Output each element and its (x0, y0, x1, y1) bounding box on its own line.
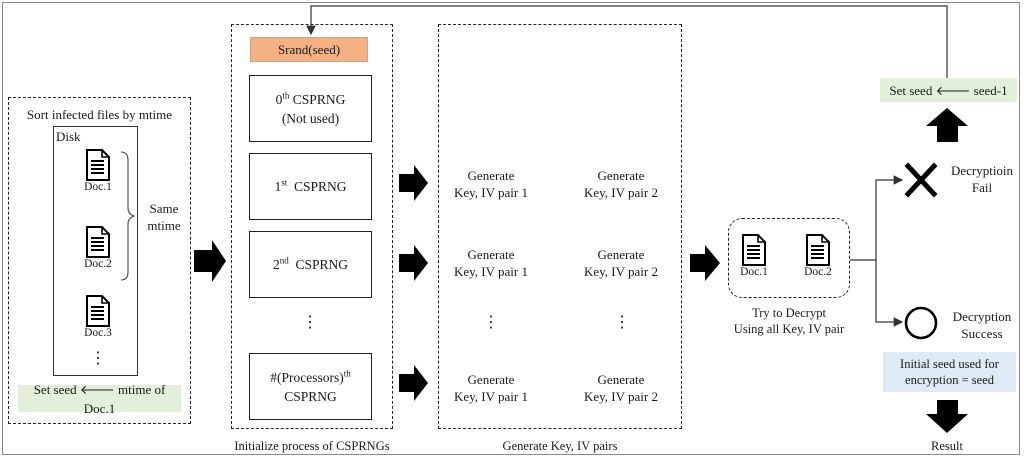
outcome-split-line (850, 175, 904, 261)
decrypt-caption: Try to Decrypt Using all Key, IV pair (733, 306, 845, 336)
csprng-caption: Initialize process of CSPRNGs (234, 439, 390, 453)
sort-panel-title: Sort infected files by mtime (26, 107, 173, 122)
decrypt-panel (728, 218, 850, 298)
doc-label: Doc.1 (740, 266, 768, 278)
right-arrow-icon (399, 245, 428, 281)
keys-caption: Generate Key, IV pairs (502, 439, 618, 453)
down-arrow-icon (926, 400, 968, 433)
brace-icon (120, 151, 136, 281)
document-icon: Doc.2 (78, 226, 118, 271)
feedback-loop-line (306, 5, 948, 80)
document-icon: Doc.3 (78, 295, 118, 340)
disk-box (53, 126, 138, 376)
right-arrow-icon (399, 365, 428, 401)
doc-label: Doc.2 (84, 258, 112, 270)
right-arrow-icon (399, 165, 428, 201)
csprng-last-box: #(Processors)th CSPRNG (249, 353, 372, 420)
up-arrow-icon (926, 108, 968, 142)
initial-seed-box: Initial seed used for encryption = seed (883, 352, 1016, 392)
same-mtime-label: Same mtime (147, 201, 181, 233)
circle-icon (904, 306, 938, 340)
csprng-ellipsis: ⋮ (302, 314, 318, 331)
right-arrow-icon (194, 240, 226, 282)
disk-label: Disk (56, 129, 81, 144)
result-label: Result (931, 439, 963, 453)
csprng-0-box: 0th CSPRNG (Not used) (249, 75, 372, 142)
doc-label: Doc.2 (804, 266, 832, 278)
cross-icon (904, 162, 938, 198)
document-icon: Doc.1 (78, 149, 118, 194)
document-icon: Doc.2 (798, 234, 838, 279)
keys-ellipsis-2: ⋮ (614, 314, 630, 331)
keys-panel (438, 24, 682, 429)
right-arrow-icon (690, 245, 720, 281)
document-icon: Doc.1 (734, 234, 774, 279)
set-seed-mtime-box: Set seed 🡐 mtime of Doc.1 (18, 382, 181, 416)
csprng-2-box: 2nd CSPRNG (249, 231, 372, 298)
csprng-panel (231, 24, 393, 429)
srand-box: Srand(seed) (250, 37, 368, 62)
outcome-success-line (875, 260, 904, 327)
csprng-1-box: 1st CSPRNG (249, 153, 372, 220)
decryption-fail-label: Decryptioin Fail (950, 163, 1014, 195)
doc-label: Doc.1 (84, 181, 112, 193)
sort-panel (8, 97, 191, 424)
doc-label: Doc.3 (84, 327, 112, 339)
decryption-success-label: Decryption Success (952, 309, 1012, 341)
set-seed-minus-box: Set seed 🡐 seed-1 (880, 78, 1017, 102)
disk-ellipsis: ⋮ (90, 350, 106, 367)
keys-ellipsis-1: ⋮ (483, 314, 499, 331)
